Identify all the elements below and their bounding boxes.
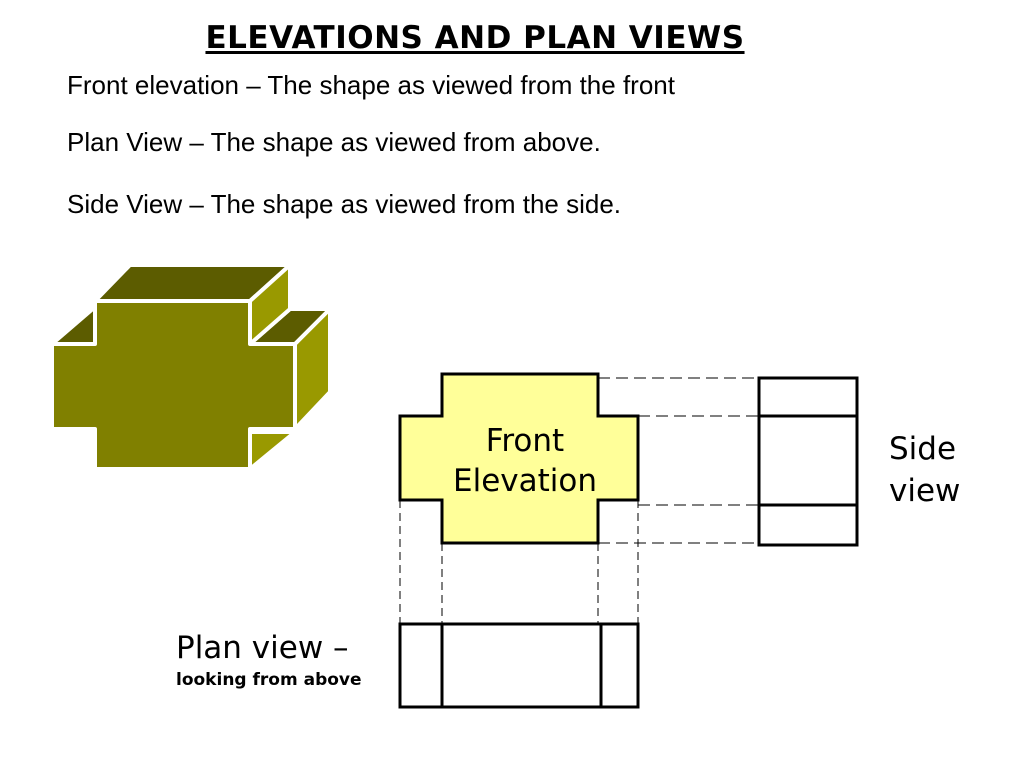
side-view-label: Side view <box>889 431 961 509</box>
side-view-shape <box>757 376 859 547</box>
3d-solid <box>50 263 332 471</box>
plan-view-label: Plan view – <box>176 630 349 666</box>
plan-view-sublabel: looking from above <box>176 670 362 690</box>
definition-plan-view: Plan View – The shape as viewed from abo… <box>67 127 601 157</box>
solid-top-face-left <box>50 305 97 346</box>
front-elevation-label: Front Elevation <box>453 423 597 499</box>
projection-lines-vertical <box>399 500 639 624</box>
definition-side-view: Side View – The shape as viewed from the… <box>67 189 622 219</box>
definition-front-elevation: Front elevation – The shape as viewed fr… <box>67 70 675 100</box>
solid-side-face-notch <box>248 430 297 471</box>
projection-lines-horizontal <box>598 377 758 544</box>
plan-view-shape <box>398 622 640 709</box>
solid-front-face <box>50 299 297 471</box>
page-title: ELEVATIONS AND PLAN VIEWS <box>205 20 745 56</box>
